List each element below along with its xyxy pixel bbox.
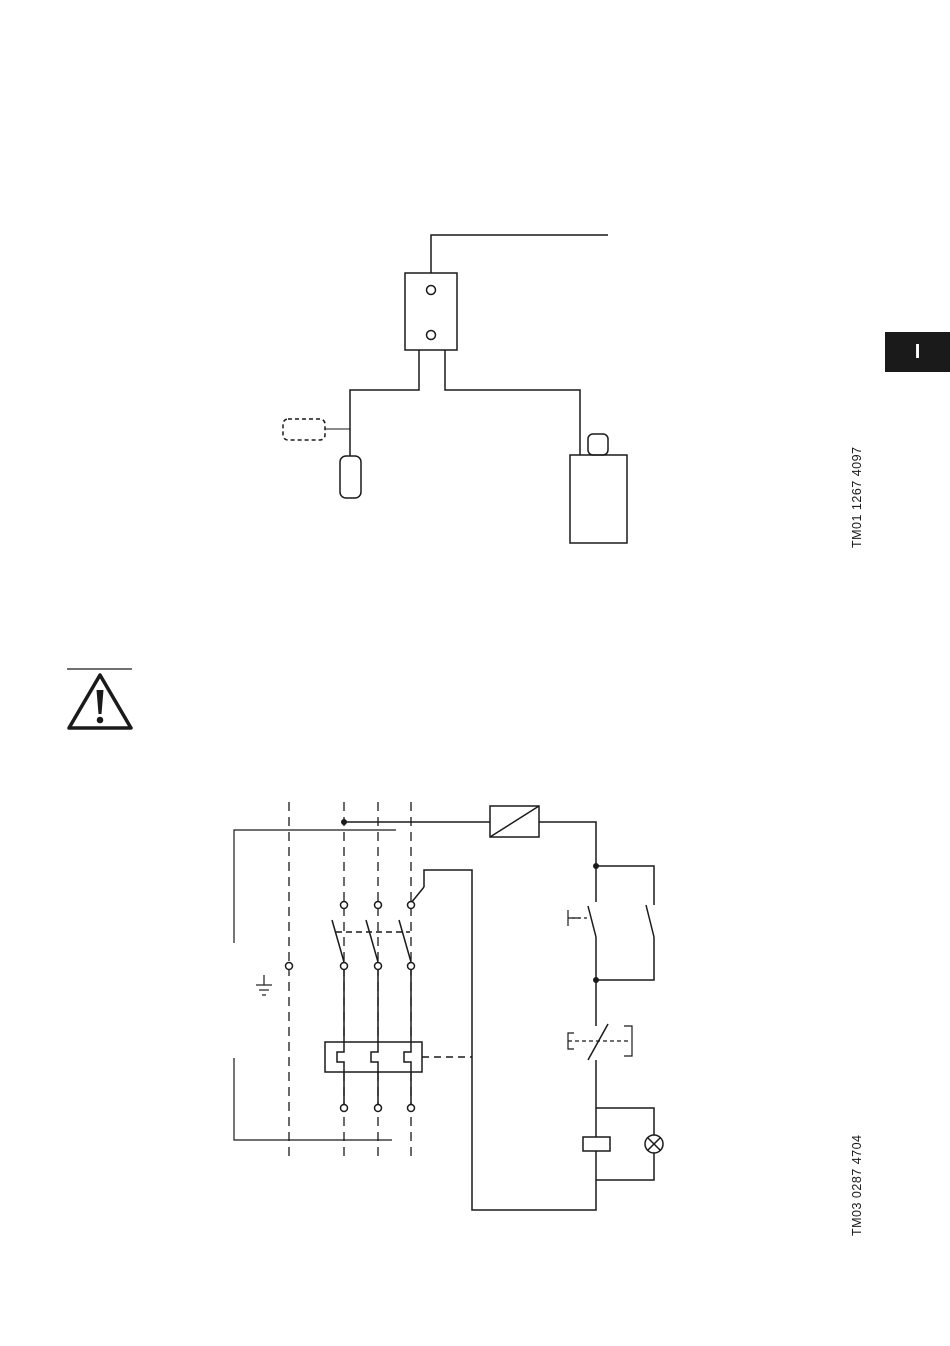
- auxiliary-contact-blade: [411, 887, 424, 903]
- holding-contact-blade: [646, 905, 654, 937]
- control-wire-right: [539, 822, 596, 866]
- control-box-terminal-top: [427, 286, 436, 295]
- supply-phase-lines: [289, 802, 411, 1158]
- parallel-branch: [596, 866, 654, 905]
- control-box: [405, 273, 457, 350]
- supply-bracket-top: [234, 830, 396, 943]
- wiring-schematic: [234, 802, 663, 1210]
- phase-conductors: [344, 969, 411, 1104]
- float-switch-cable: [350, 350, 419, 456]
- parallel-branch-return: [596, 937, 654, 980]
- lamp-return-wire: [596, 1153, 654, 1180]
- contactor-upper-terminals: [341, 902, 415, 909]
- contactor-coil: [583, 1137, 610, 1151]
- float-switch-upper-dashed: [283, 419, 325, 440]
- pump-cable: [445, 350, 580, 455]
- pump-motor-cap: [588, 434, 608, 455]
- control-node-top: [593, 863, 599, 869]
- earth-ground-icon: [256, 975, 272, 995]
- control-box-terminal-bottom: [427, 331, 436, 340]
- supply-cable: [431, 235, 608, 273]
- installation-diagram: [283, 235, 627, 543]
- coil-branch-wire: [596, 1108, 654, 1135]
- motor-output-terminals: [341, 1105, 415, 1112]
- start-button-blade: [588, 906, 596, 937]
- float-switch: [340, 456, 361, 498]
- warning-icon: [67, 669, 132, 728]
- transformer-diagonal: [490, 806, 539, 837]
- overload-relay: [325, 1042, 422, 1072]
- contactor-lower-terminals: [286, 963, 415, 970]
- stop-button-blade: [588, 1024, 608, 1060]
- auxiliary-contact-wire: [424, 870, 596, 1210]
- pump-body: [570, 455, 627, 543]
